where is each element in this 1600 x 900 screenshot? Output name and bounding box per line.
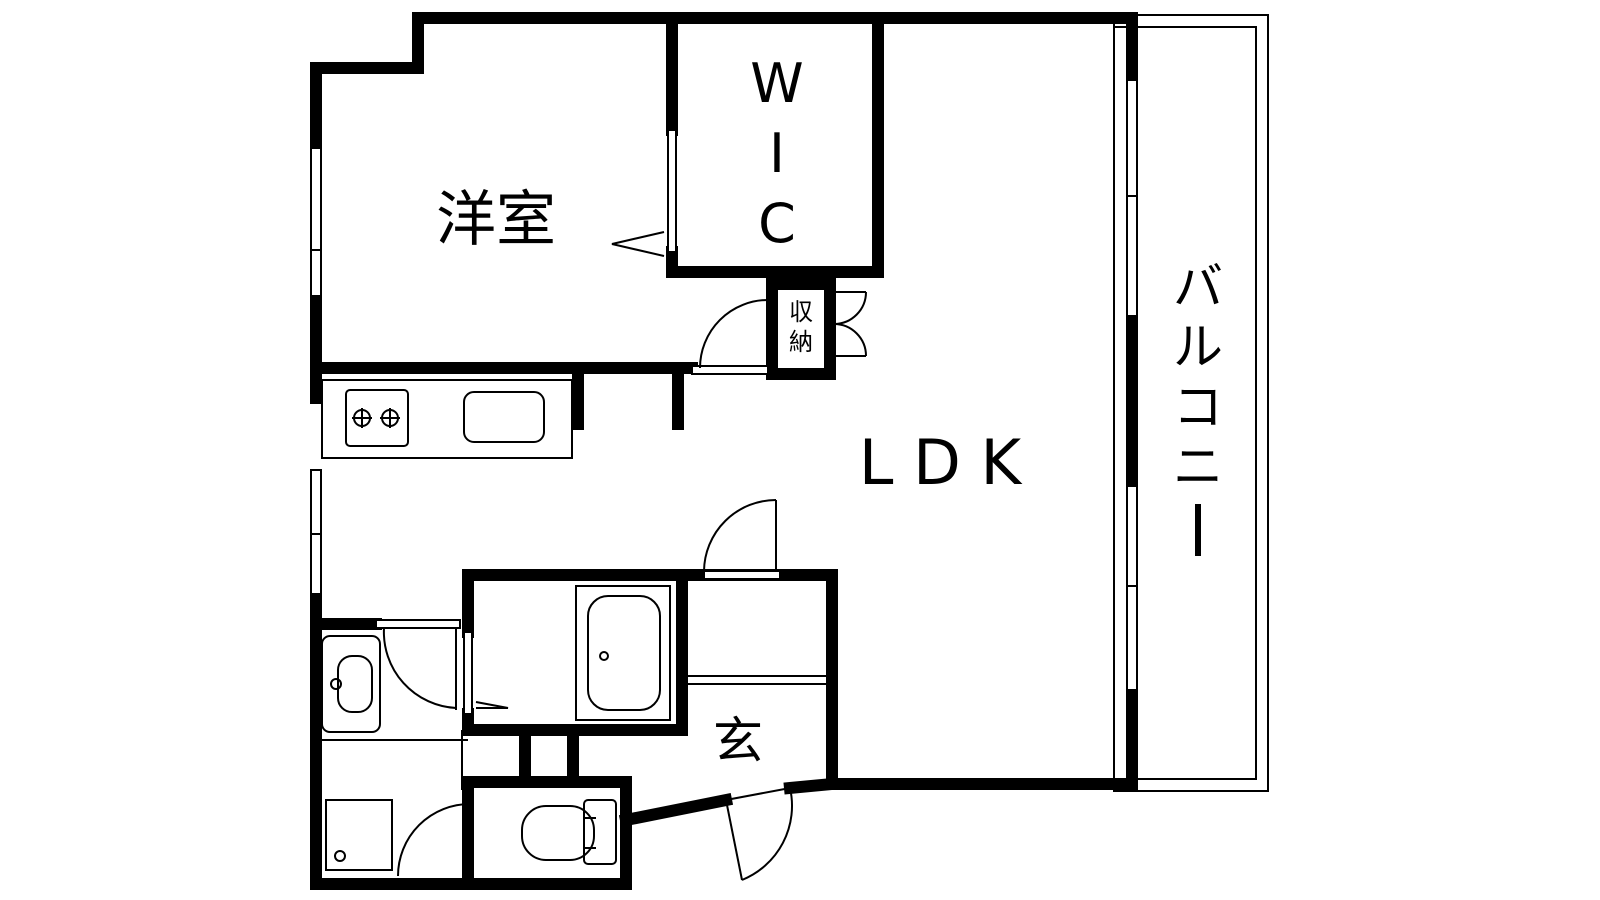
wic-label-i: I — [769, 122, 785, 185]
toilet-bowl — [521, 805, 595, 861]
washbasin-counter — [321, 635, 381, 733]
balcony-area — [1113, 14, 1269, 792]
balcony-label-3: コ — [1173, 378, 1223, 436]
toilet-tank — [583, 799, 617, 865]
wic-label-w: W — [750, 52, 803, 115]
bathtub — [587, 595, 661, 711]
labels: 洋室 W I C 収 納 L D K バ ル コ ニ ー 玄 — [436, 52, 1223, 770]
storage-label-1: 収 — [789, 298, 813, 326]
fixtures — [321, 379, 671, 871]
doors — [322, 129, 867, 881]
balcony-label-2: ル — [1173, 318, 1223, 376]
ldk-label: L D K — [859, 426, 1023, 499]
washing-machine-space — [325, 799, 393, 871]
wic-label-c: C — [758, 192, 796, 255]
balcony-label-1: バ — [1173, 258, 1223, 316]
stove — [345, 389, 409, 447]
balcony-label-4: ニ — [1173, 438, 1223, 496]
sink — [463, 391, 545, 443]
western-room-label: 洋室 — [436, 185, 556, 255]
storage-label-2: 納 — [789, 328, 813, 356]
walls — [310, 12, 1138, 890]
washbasin — [337, 655, 373, 713]
windows — [310, 79, 1138, 691]
entrance-label: 玄 — [713, 712, 763, 770]
kitchen-counter — [321, 379, 573, 459]
